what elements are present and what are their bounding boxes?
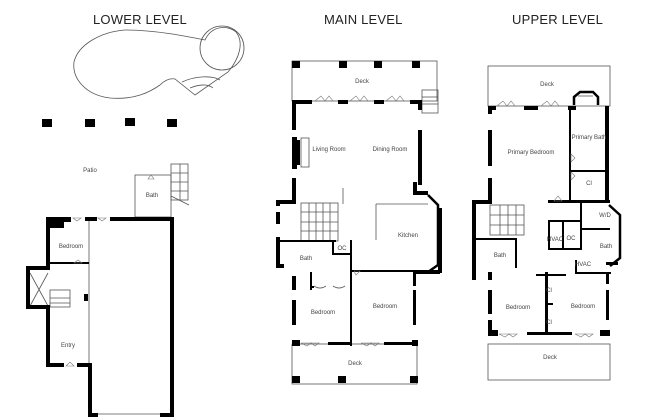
upper-hvac-bottom-label: HVAC [574,262,592,268]
main-deck-bottom-label: Deck [348,361,362,367]
upper-bay-window-top [572,90,600,105]
main-level-plan [291,60,439,385]
upper-closet-b-label: Cl [546,320,552,326]
lower-level-walls [26,118,177,417]
fireplace-hearth [300,137,310,168]
upper-level-title: UPPER LEVEL [512,12,604,27]
main-bedroom-right-label: Bedroom [372,304,398,310]
upper-bath-left-label: Bath [493,253,507,259]
pillar [85,119,95,127]
lower-patio-label: Patio [83,168,97,174]
lower-entry-label: Entry [60,343,76,349]
main-kitchen-label: Kitchen [397,233,419,239]
upper-primary-bath-label: Primary Bath [571,135,607,141]
lower-bath-label: Bath [145,193,159,199]
pillar [42,119,52,127]
bay-window [427,194,440,274]
main-level-walls [276,61,442,383]
lower-bedroom-label: Bedroom [58,244,84,250]
closet-doors [313,285,346,289]
upper-closet-a-label: Cl [546,288,552,294]
main-bath-label: Bath [299,256,313,262]
lower-level-plan [29,25,245,415]
main-level-title: MAIN LEVEL [324,12,403,27]
upper-bay-window-right [608,204,622,267]
upper-deck-bottom-label: Deck [543,355,557,361]
upper-oc-label: OC [566,236,576,242]
pillar [125,118,135,126]
upper-wd-label: W/D [599,213,611,219]
hot-tub-outline [199,25,245,71]
upper-deck-bottom-outline [487,343,611,381]
main-deck-top-label: Deck [355,79,369,85]
main-dining-room-label: Dining Room [372,147,408,153]
pool-step-1 [181,76,221,83]
upper-level-walls [472,106,618,336]
upper-bedroom-left-label: Bedroom [505,305,531,311]
pool-outline [73,27,241,99]
upper-closet-top-label: Cl [586,181,592,187]
upper-hvac-left-label: HVAC [546,237,564,243]
pool-step-2 [189,84,214,89]
main-deck-bottom-outline [291,343,418,385]
main-oc-label: OC [337,246,347,252]
door-swings [65,95,594,367]
main-bedroom-left-label: Bedroom [310,310,336,316]
upper-bedroom-right-label: Bedroom [570,304,596,310]
upper-deck-top-label: Deck [540,82,554,88]
upper-primary-bedroom-label: Primary Bedroom [507,150,555,156]
lower-level-title: LOWER LEVEL [93,12,187,27]
upper-bath-right-label: Bath [599,244,613,250]
main-living-room-label: Living Room [312,147,346,153]
pillar [167,119,177,127]
